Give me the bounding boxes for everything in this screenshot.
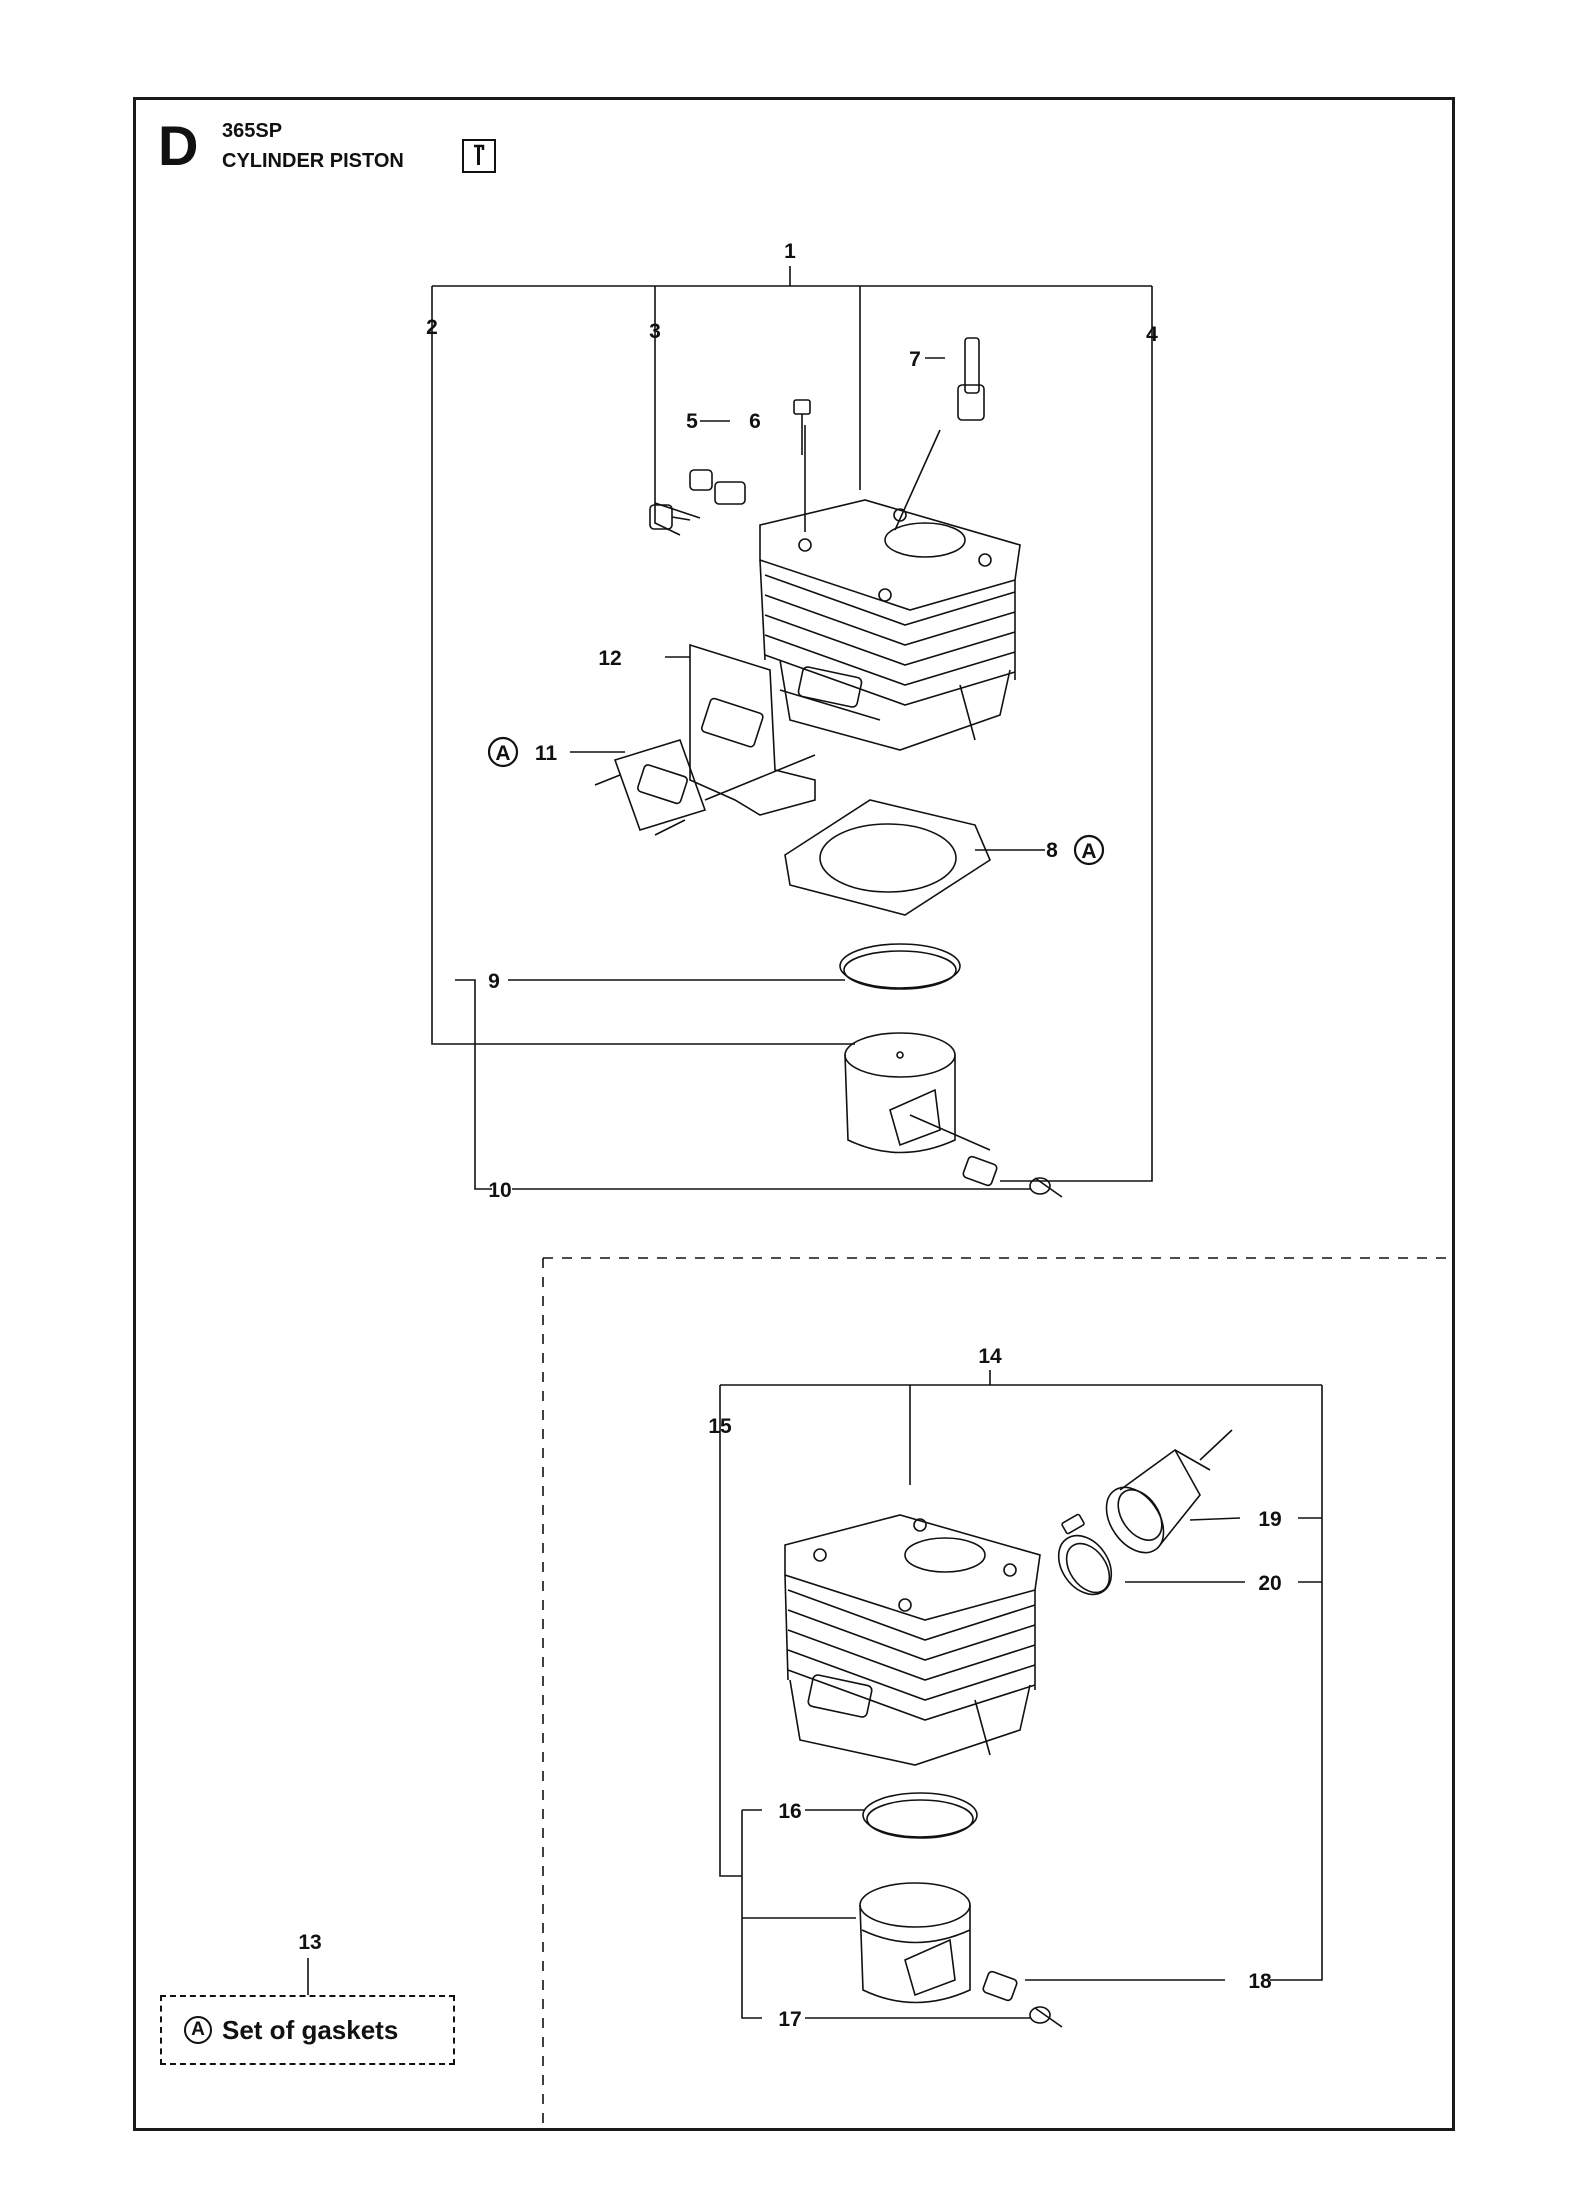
callout-14: 14 [978,1345,1002,1368]
needle-bearing-kit [982,1970,1018,2002]
callout-5: 5 [686,410,698,433]
leader-3 [654,286,681,536]
legend-marker: A [184,2016,212,2044]
hose-clamp [1057,1513,1113,1596]
service-tool-icon [462,139,496,173]
cylinder-base-gasket [784,799,992,916]
callout-17: 17 [778,2008,801,2031]
leader-4 [1000,286,1153,1182]
piston-bottom [859,1882,971,2004]
leader-10-bracket [455,979,492,1190]
piston-ring [839,943,961,989]
cylinder-screw [793,399,811,415]
retaining-ring-kit [1029,2006,1051,2024]
leader-17 [741,1918,762,2019]
callout-4: 4 [1146,323,1158,346]
piston-top [844,1032,956,1154]
spark-plug [964,337,980,394]
cylinder-top [759,499,1021,751]
callout-13: 13 [298,1931,321,1954]
callout-19: 19 [1258,1508,1281,1531]
gasket-set-legend: A Set of gaskets [160,1995,455,2065]
callout-12: 12 [598,647,621,670]
callout-18: 18 [1248,1970,1272,1993]
section-letter: D [158,114,199,177]
callout-10: 10 [488,1179,511,1202]
legend-text: Set of gaskets [222,2014,399,2045]
leader-15 [719,1385,742,1877]
callout-6: 6 [749,410,761,433]
callout-9: 9 [488,970,500,993]
leader-2 [431,286,855,1045]
callout-11: 11 [535,742,558,765]
leader-18-bracket [1270,1385,1323,1981]
kit-marker-11-label: A [495,742,510,765]
intake-boot [1105,1429,1233,1554]
callout-1: 1 [784,240,796,263]
callout-20: 20 [1258,1572,1281,1595]
page-title: CYLINDER PISTON [222,150,404,172]
model-number: 365SP [222,120,283,142]
diagram-frame [133,97,1455,2131]
callout-2: 2 [426,316,438,339]
kit-marker-8 [1073,834,1105,866]
callout-7: 7 [909,348,921,371]
callout-3: 3 [649,320,661,343]
decompression-valve [689,469,713,491]
cylinder-bottom [784,1514,1041,1766]
needle-bearing [962,1155,998,1187]
intake-gasket [613,739,707,831]
callout-16: 16 [778,1800,801,1823]
leader-19 [1189,1517,1241,1521]
piston-ring-kit [862,1792,978,1838]
kit-marker-11 [487,736,519,768]
callout-8: 8 [1046,839,1058,862]
callout-15: 15 [708,1415,732,1438]
kit-marker-8-label: A [1081,840,1096,863]
intake-plate [689,643,816,816]
retaining-ring [1029,1177,1051,1195]
